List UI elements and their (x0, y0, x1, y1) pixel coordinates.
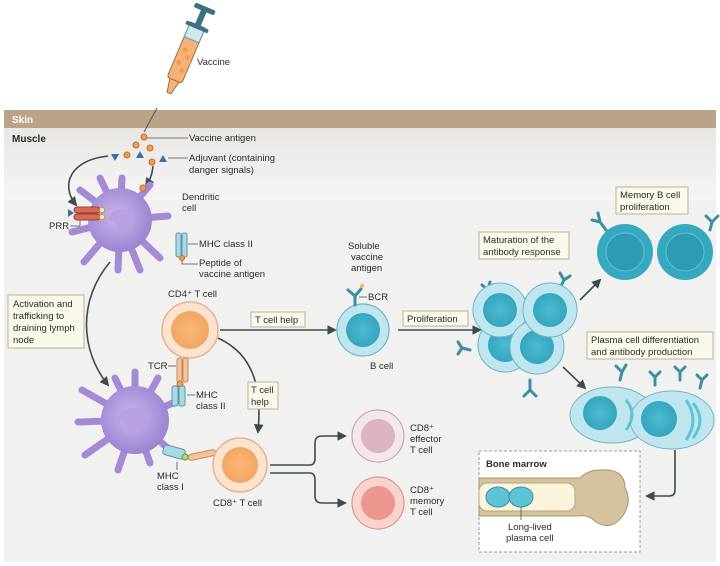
svg-text:antibody response: antibody response (483, 247, 561, 258)
cd8-effector-t-cell (351, 409, 405, 463)
cd8-effector-label-line2: effector (410, 434, 442, 445)
t-cell-help-box: T cell help (250, 311, 306, 328)
vaccine-label: Vaccine (197, 57, 230, 68)
skin-label: Skin (12, 115, 33, 126)
plasma-cells (569, 386, 715, 450)
prr-recognition-arrow (67, 155, 109, 207)
svg-text:T cell: T cell (251, 385, 274, 396)
tcr-mhc-ii-complex (171, 357, 189, 407)
cd4-t-cell-label: CD4⁺ T cell (168, 289, 217, 300)
long-lived-plasma-label-line1: Long-lived (508, 522, 552, 533)
memory-b-arrow (579, 278, 602, 301)
cd8-memory-label-line3: T cell (410, 507, 433, 518)
skin-layer (4, 110, 716, 128)
mhc-class-ii-label: MHC class II (199, 239, 253, 250)
bone-marrow-label: Bone marrow (486, 459, 547, 470)
svg-text:Activation and: Activation and (13, 299, 73, 310)
bone-marrow-panel: Bone marrow (478, 450, 641, 553)
svg-text:Memory B cell: Memory B cell (620, 190, 680, 201)
t-cell-help-box-cd8: T cell help (247, 381, 279, 410)
cd8-memory-t-cell (351, 476, 405, 530)
tcr-label: TCR (148, 361, 168, 372)
proliferating-b-cell-cluster (456, 271, 578, 398)
maturation-box: Maturation of the antibody response (478, 231, 570, 260)
trafficking-arrow (85, 261, 111, 387)
cd8-to-effector-arrow (270, 431, 347, 466)
plasma-to-bone-marrow-arrow (645, 450, 676, 501)
svg-text:trafficking to: trafficking to (13, 311, 64, 322)
peptide-label-line2: vaccine antigen (199, 269, 265, 280)
long-lived-plasma-label-line2: plasma cell (506, 533, 554, 544)
plasma-cell-box: Plasma cell differentiation and antibody… (586, 331, 714, 360)
svg-text:and antibody production: and antibody production (591, 347, 692, 358)
plasma-cell-arrow (562, 366, 587, 390)
svg-text:Proliferation: Proliferation (407, 314, 458, 325)
soluble-antigen-label-line3: antigen (351, 263, 382, 274)
mhc-class-i-tcr-complex (162, 444, 217, 461)
b-cell (336, 284, 390, 357)
adjuvant-particles (111, 151, 167, 162)
svg-text:Maturation of the: Maturation of the (483, 235, 554, 246)
antibodies (614, 363, 709, 390)
soluble-antigen-label-line1: Soluble (348, 241, 380, 252)
cd8-t-cell (212, 437, 268, 493)
dendritic-cell (68, 174, 172, 274)
prr-label: PRR (49, 221, 69, 232)
svg-text:help: help (251, 397, 269, 408)
cd8-memory-label-line2: memory (410, 496, 445, 507)
cd8-effector-label-line3: T cell (410, 445, 433, 456)
cd8-effector-label-line1: CD8⁺ (410, 423, 434, 434)
soluble-antigen-label-line2: vaccine (351, 252, 383, 263)
dendritic-cell-label-line2: cell (182, 203, 196, 214)
cd4-t-cell (161, 301, 219, 359)
dendritic-cell-label-line1: Dendritic (182, 192, 220, 203)
mhc-class-i-label-line2: class I (157, 482, 184, 493)
bcr-label: BCR (368, 292, 388, 303)
memory-b-box: Memory B cell proliferation (615, 186, 689, 215)
cd8-to-memory-arrow (270, 472, 347, 508)
mhc-class-ii-short-label-line2: class II (196, 401, 226, 412)
proliferation-box: Proliferation (402, 310, 469, 327)
cd8-t-cell-label: CD8⁺ T cell (213, 498, 262, 509)
syringe-icon (143, 2, 216, 133)
activation-trafficking-box: Activation and trafficking to draining l… (7, 294, 85, 349)
t-cell-help-arrow-to-cd8 (217, 337, 264, 434)
mhc-class-i-label-line1: MHC (157, 471, 179, 482)
dendritic-cell-lymph-node (74, 368, 179, 474)
svg-text:proliferation: proliferation (620, 202, 670, 213)
peptide-label-line1: Peptide of (199, 258, 242, 269)
cd8-memory-label-line1: CD8⁺ (410, 485, 434, 496)
svg-text:T cell help: T cell help (255, 315, 298, 326)
svg-text:node: node (13, 335, 34, 346)
adjuvant-label-line2: danger signals) (189, 165, 254, 176)
mhc-class-ii-receptor (175, 232, 188, 261)
prr-receptor (68, 206, 105, 221)
adjuvant-label-line1: Adjuvant (containing (189, 153, 275, 164)
svg-text:Plasma cell differentiation: Plasma cell differentiation (591, 335, 699, 346)
memory-b-cells (590, 211, 720, 280)
vaccine-antigen-label: Vaccine antigen (189, 133, 256, 144)
b-cell-label: B cell (370, 361, 393, 372)
mhc-class-ii-short-label-line1: MHC (196, 390, 218, 401)
muscle-label: Muscle (12, 134, 46, 145)
svg-text:draining lymph: draining lymph (13, 323, 75, 334)
